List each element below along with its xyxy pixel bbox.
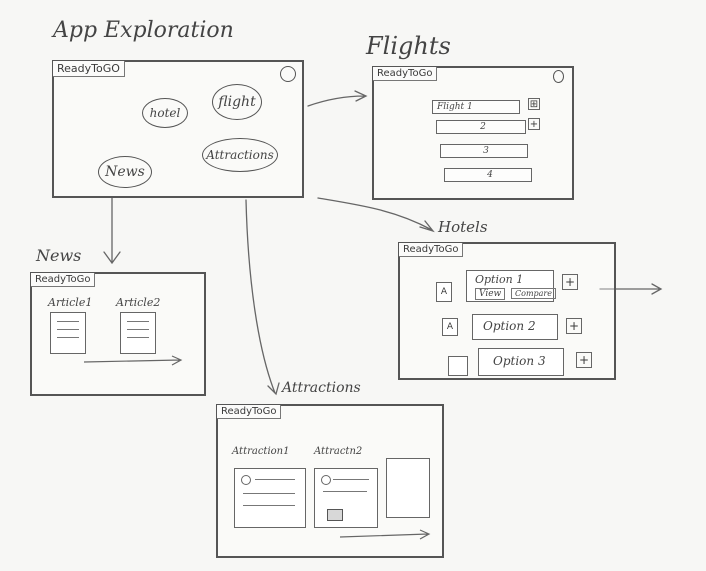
hotels-title: Hotels (438, 218, 488, 236)
option-1-add-button[interactable]: + (562, 274, 578, 290)
option-2-thumbnail: A (442, 318, 458, 336)
arrow-to-attractions (245, 199, 280, 396)
attraction-2-photo-icon (327, 509, 343, 521)
news-screen-frame: ReadyToGo Article1 Article2 (30, 272, 206, 396)
option-3-thumbnail (448, 356, 468, 376)
option-3-add-button[interactable]: + (576, 352, 592, 368)
option-1-thumbnail: A (436, 282, 452, 302)
arrow-to-news (103, 197, 121, 265)
flight-row-3-label: 3 (483, 146, 489, 156)
news-scroll-arrow (83, 355, 183, 366)
news-title: News (36, 246, 82, 265)
option-1-card[interactable]: Option 1 View Compare (466, 270, 556, 302)
diagram-title: App Exploration (53, 18, 234, 43)
attractions-bubble-label: Attractions (206, 148, 274, 162)
option-3-label: Option 3 (493, 354, 546, 368)
hotels-screen-frame: ReadyToGo A Option 1 View Compare + A Op… (398, 242, 616, 380)
attraction-2-title: Attractn2 (314, 446, 363, 457)
main-circle-icon (280, 66, 296, 82)
flight-row-4[interactable]: 4 (444, 168, 532, 182)
flight-row-1-add-button[interactable]: ⊞ (528, 98, 540, 110)
flight-bubble-label: flight (218, 94, 256, 110)
flight-row-2[interactable]: 2 (436, 120, 526, 134)
article-1-title: Article1 (48, 296, 93, 309)
flight-row-2-label: 2 (480, 122, 486, 132)
hotel-bubble-label: hotel (149, 106, 181, 120)
news-bubble[interactable]: News (98, 156, 152, 188)
attractions-scroll-arrow (339, 529, 431, 540)
main-app-name: ReadyToGO (53, 61, 125, 77)
arrow-to-hotels (317, 197, 435, 233)
option-1-label: Option 1 (475, 273, 524, 286)
flights-app-name: ReadyToGo (373, 67, 438, 81)
flight-row-4-label: 4 (487, 170, 493, 180)
flight-row-3[interactable]: 3 (440, 144, 528, 158)
article-2-card[interactable] (120, 312, 156, 354)
flight-row-2-add-button[interactable]: + (528, 118, 540, 130)
hotels-app-name: ReadyToGo (399, 243, 464, 257)
attraction-2-card[interactable] (314, 468, 378, 528)
option-2-card[interactable]: Option 2 (472, 314, 558, 340)
attractions-app-name: ReadyToGo (217, 405, 282, 419)
flight-row-1[interactable]: Flight 1 (432, 100, 520, 114)
hotel-bubble[interactable]: hotel (142, 98, 188, 128)
flights-circle-icon (553, 70, 564, 83)
attraction-3-card[interactable] (386, 458, 430, 518)
attractions-bubble[interactable]: Attractions (202, 138, 278, 172)
option-2-add-button[interactable]: + (566, 318, 582, 334)
attractions-title: Attractions (282, 380, 361, 396)
flight-row-1-label: Flight 1 (437, 102, 473, 112)
main-screen-frame: ReadyToGO hotel flight Attractions News (52, 60, 304, 198)
attractions-screen-frame: ReadyToGo Attraction1 Attractn2 (216, 404, 444, 558)
article-1-card[interactable] (50, 312, 86, 354)
flights-title: Flights (366, 32, 451, 60)
arrow-to-flights (307, 90, 368, 107)
article-2-title: Article2 (116, 296, 161, 309)
news-bubble-label: News (105, 164, 145, 180)
option-1-view-button[interactable]: View (475, 288, 506, 300)
attraction-1-card[interactable] (234, 468, 306, 528)
option-3-card[interactable]: Option 3 (478, 348, 564, 376)
flights-screen-frame: ReadyToGo Flight 1 ⊞ 2 + 3 4 (372, 66, 574, 200)
option-1-compare-button[interactable]: Compare (511, 288, 556, 299)
attraction-1-title: Attraction1 (232, 446, 290, 457)
news-app-name: ReadyToGo (31, 273, 96, 287)
flight-bubble[interactable]: flight (212, 84, 262, 120)
option-2-label: Option 2 (483, 319, 536, 333)
